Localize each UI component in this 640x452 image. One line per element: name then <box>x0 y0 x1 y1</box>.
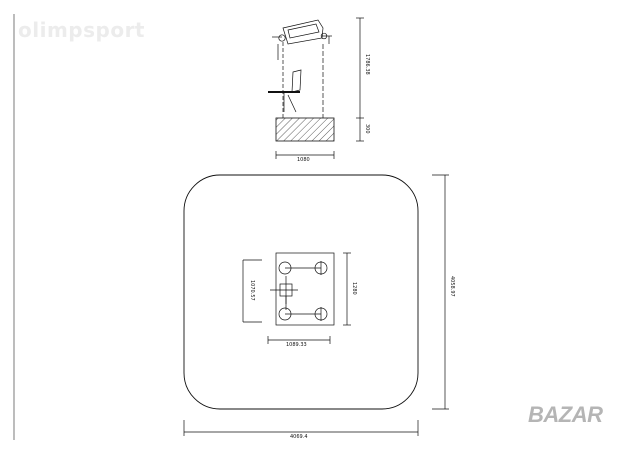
area-width-label: 4069.4 <box>290 434 308 440</box>
elevation-view <box>268 17 364 159</box>
seat-strut <box>287 94 297 113</box>
top-arm-inner <box>287 23 320 39</box>
top-arm-frame <box>282 19 324 45</box>
platform-depth-label: 1070.57 <box>249 280 255 301</box>
platform-outline <box>275 252 335 326</box>
back-pad <box>291 69 302 93</box>
base-width-label: 1080 <box>297 157 310 163</box>
elevation-height-label: 1786.38 <box>364 54 370 75</box>
platform-depth-2-label: 1280 <box>351 282 357 295</box>
area-height-label: 4058.97 <box>449 276 455 297</box>
plan-view <box>183 174 449 436</box>
platform-width-label: 1089.33 <box>286 342 307 348</box>
concrete-base <box>275 117 335 142</box>
olimpsport-watermark: olimpsport <box>18 18 145 42</box>
bazar-logo: BAZAR <box>528 402 603 427</box>
base-height-label: 300 <box>364 124 370 134</box>
pivot-left <box>278 34 286 42</box>
safety-area-outline <box>183 174 419 410</box>
